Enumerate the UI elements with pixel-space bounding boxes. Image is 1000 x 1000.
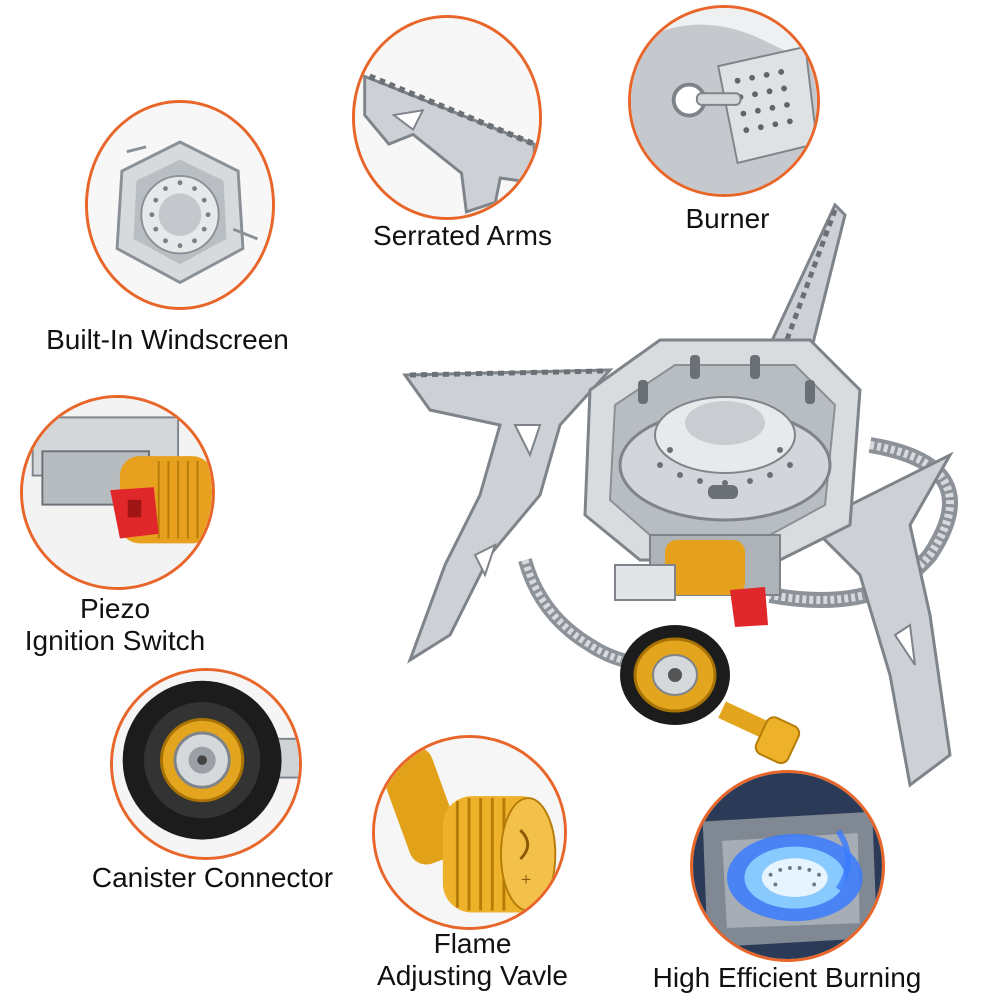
- burning-label: High Efficient Burning: [652, 962, 922, 993]
- windscreen-label: Built-In Windscreen: [46, 324, 289, 355]
- burning-detail-circle: [690, 770, 885, 962]
- svg-text:+: +: [520, 871, 531, 887]
- camping-stove-image: [390, 195, 990, 795]
- camping-stove-icon: [402, 202, 958, 788]
- serrated-arm-icon: [355, 18, 539, 217]
- burner-label: Burner: [685, 203, 770, 234]
- piezo-label-line2: Ignition Switch: [24, 625, 206, 656]
- piezo-detail-circle: [20, 395, 215, 590]
- piezo-label-line1: Piezo: [79, 593, 151, 624]
- burner-icon: [631, 8, 817, 194]
- canister-detail-circle: [110, 668, 302, 860]
- serrated-arms-label: Serrated Arms: [373, 220, 552, 251]
- canister-label: Canister Connector: [91, 862, 334, 893]
- canister-connector-icon: [113, 671, 299, 857]
- piezo-switch-icon: [23, 398, 212, 587]
- blue-flame-icon: [693, 773, 882, 959]
- serrated-arms-detail-circle: [352, 15, 542, 220]
- valve-detail-circle: +: [372, 735, 567, 930]
- valve-label: Flame Adjusting Vavle: [355, 928, 590, 992]
- burner-detail-circle: [628, 5, 820, 197]
- valve-knob-icon: +: [375, 738, 564, 927]
- valve-label-line2: Adjusting Vavle: [377, 960, 568, 991]
- windscreen-icon: [88, 103, 272, 307]
- valve-label-line1: Flame: [433, 928, 512, 959]
- piezo-label: Piezo Ignition Switch: [10, 593, 220, 657]
- windscreen-detail-circle: [85, 100, 275, 310]
